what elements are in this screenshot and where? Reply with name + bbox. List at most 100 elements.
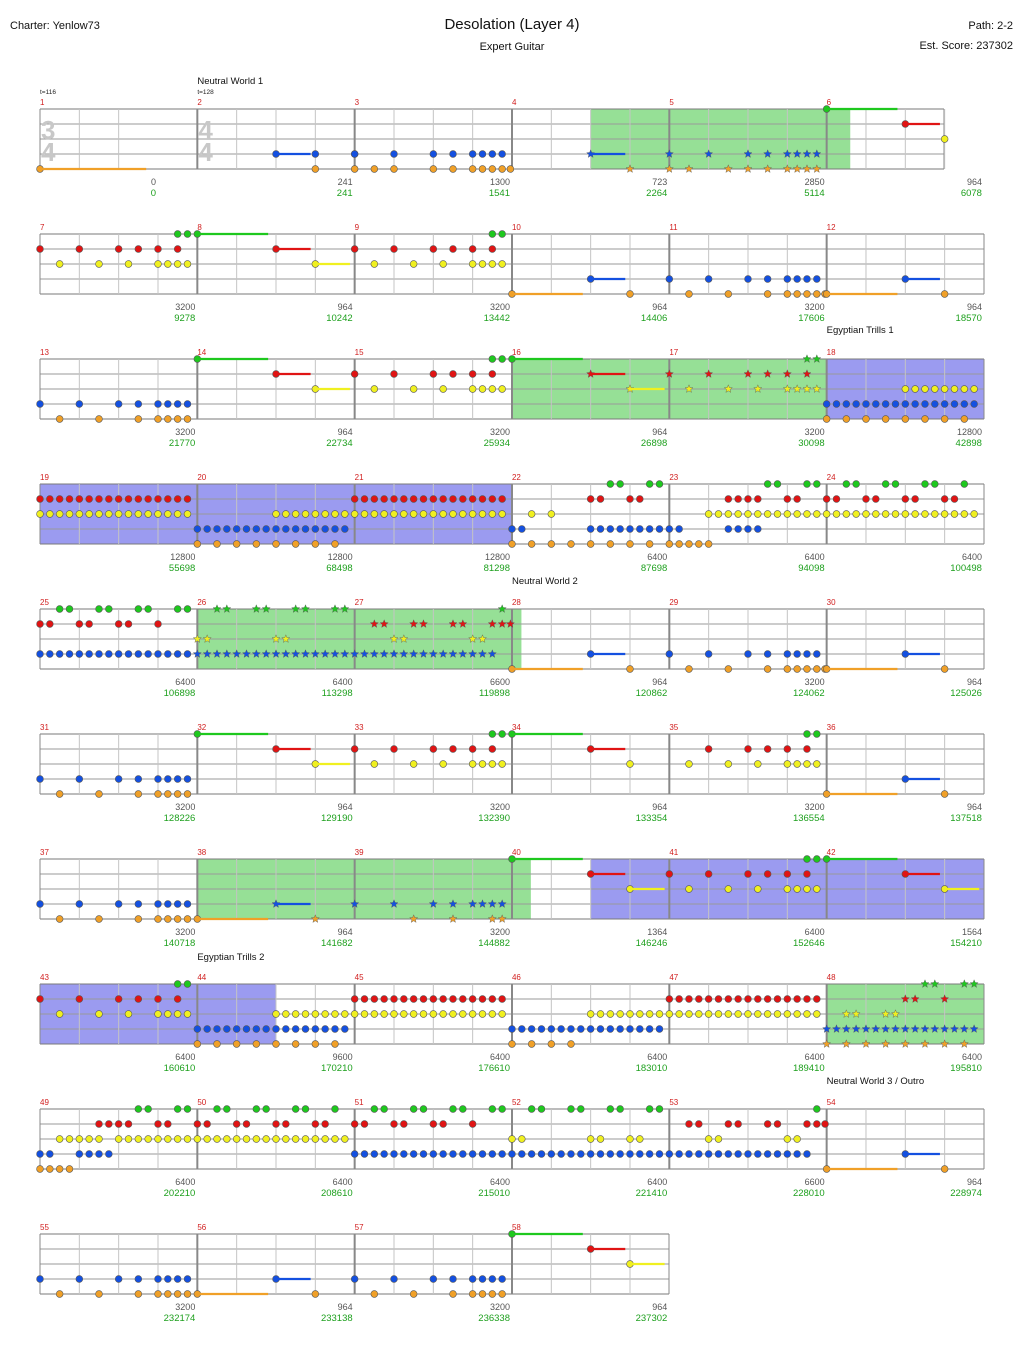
note <box>85 1150 93 1158</box>
measure-number: 1 <box>40 98 45 107</box>
note <box>901 495 910 503</box>
note <box>527 510 536 518</box>
note <box>704 540 713 548</box>
note <box>478 1275 487 1283</box>
note <box>744 1150 752 1158</box>
note <box>793 1010 801 1018</box>
note <box>419 1150 428 1158</box>
note <box>754 510 762 518</box>
measure-number: 10 <box>512 223 521 232</box>
note <box>252 1135 261 1143</box>
star-note <box>812 149 822 158</box>
star-note <box>487 619 497 628</box>
measure-points: 964 <box>652 677 667 687</box>
star-note <box>330 649 340 658</box>
star-note <box>505 619 515 628</box>
note <box>173 1135 182 1143</box>
note <box>468 1120 477 1128</box>
note <box>960 510 969 518</box>
note <box>282 1025 290 1033</box>
note <box>803 885 811 893</box>
note <box>881 415 890 423</box>
note <box>370 1105 379 1113</box>
star-note <box>389 634 399 643</box>
note <box>783 650 792 658</box>
note <box>734 495 742 503</box>
note <box>606 525 615 533</box>
measure-number: 40 <box>512 848 521 857</box>
note <box>301 1135 310 1143</box>
note <box>154 510 162 518</box>
note <box>134 510 143 518</box>
note <box>596 495 605 503</box>
note <box>793 495 801 503</box>
note <box>282 525 290 533</box>
star-note <box>763 149 773 158</box>
measure-points: 964 <box>652 802 667 812</box>
note <box>55 1165 64 1173</box>
note <box>468 1010 477 1018</box>
note <box>114 1275 123 1283</box>
star-note <box>310 914 320 923</box>
note <box>940 495 949 503</box>
running-total: 137518 <box>950 813 982 824</box>
note <box>724 525 733 533</box>
note <box>75 620 84 628</box>
note <box>291 540 300 548</box>
note <box>852 400 860 408</box>
measure-points: 6400 <box>805 927 825 937</box>
note <box>390 1275 398 1283</box>
note <box>783 760 792 768</box>
note <box>498 355 506 363</box>
note <box>950 510 959 518</box>
note <box>213 1040 221 1048</box>
note <box>75 1150 84 1158</box>
note <box>154 790 162 798</box>
note <box>793 510 801 518</box>
star-note <box>861 1024 871 1033</box>
note <box>173 510 182 518</box>
note <box>75 1275 84 1283</box>
note <box>508 1135 516 1143</box>
measure-points: 964 <box>338 1302 353 1312</box>
measure-points: 3200 <box>175 302 195 312</box>
note <box>508 540 516 548</box>
note <box>734 525 742 533</box>
star-note <box>409 914 419 923</box>
star-note <box>959 1024 969 1033</box>
star-note <box>369 619 379 628</box>
note <box>400 1150 408 1158</box>
note <box>223 1105 231 1113</box>
measure-points: 6400 <box>175 1052 195 1062</box>
note <box>449 1105 457 1113</box>
note <box>144 1135 152 1143</box>
note <box>213 1105 221 1113</box>
measure-points: 6400 <box>333 1177 353 1187</box>
star-note <box>782 384 792 393</box>
note <box>586 540 595 548</box>
note <box>803 1150 811 1158</box>
note <box>970 510 978 518</box>
note <box>695 1120 703 1128</box>
note <box>506 165 515 173</box>
note <box>134 775 143 783</box>
star-note <box>782 164 792 173</box>
note <box>744 525 752 533</box>
measure-number: 56 <box>197 1223 206 1232</box>
note <box>763 650 772 658</box>
note <box>793 1150 801 1158</box>
note <box>390 510 398 518</box>
note <box>626 540 634 548</box>
note <box>232 540 241 548</box>
note <box>272 510 280 518</box>
measure-number: 35 <box>669 723 678 732</box>
note <box>793 275 801 283</box>
note <box>321 510 329 518</box>
running-total: 13442 <box>484 313 510 324</box>
time-signature-numerator: 3 <box>41 115 55 145</box>
running-total: 124062 <box>793 688 825 699</box>
note <box>134 995 143 1003</box>
note <box>429 165 438 173</box>
running-total: 21770 <box>169 438 195 449</box>
star-note <box>251 604 261 613</box>
